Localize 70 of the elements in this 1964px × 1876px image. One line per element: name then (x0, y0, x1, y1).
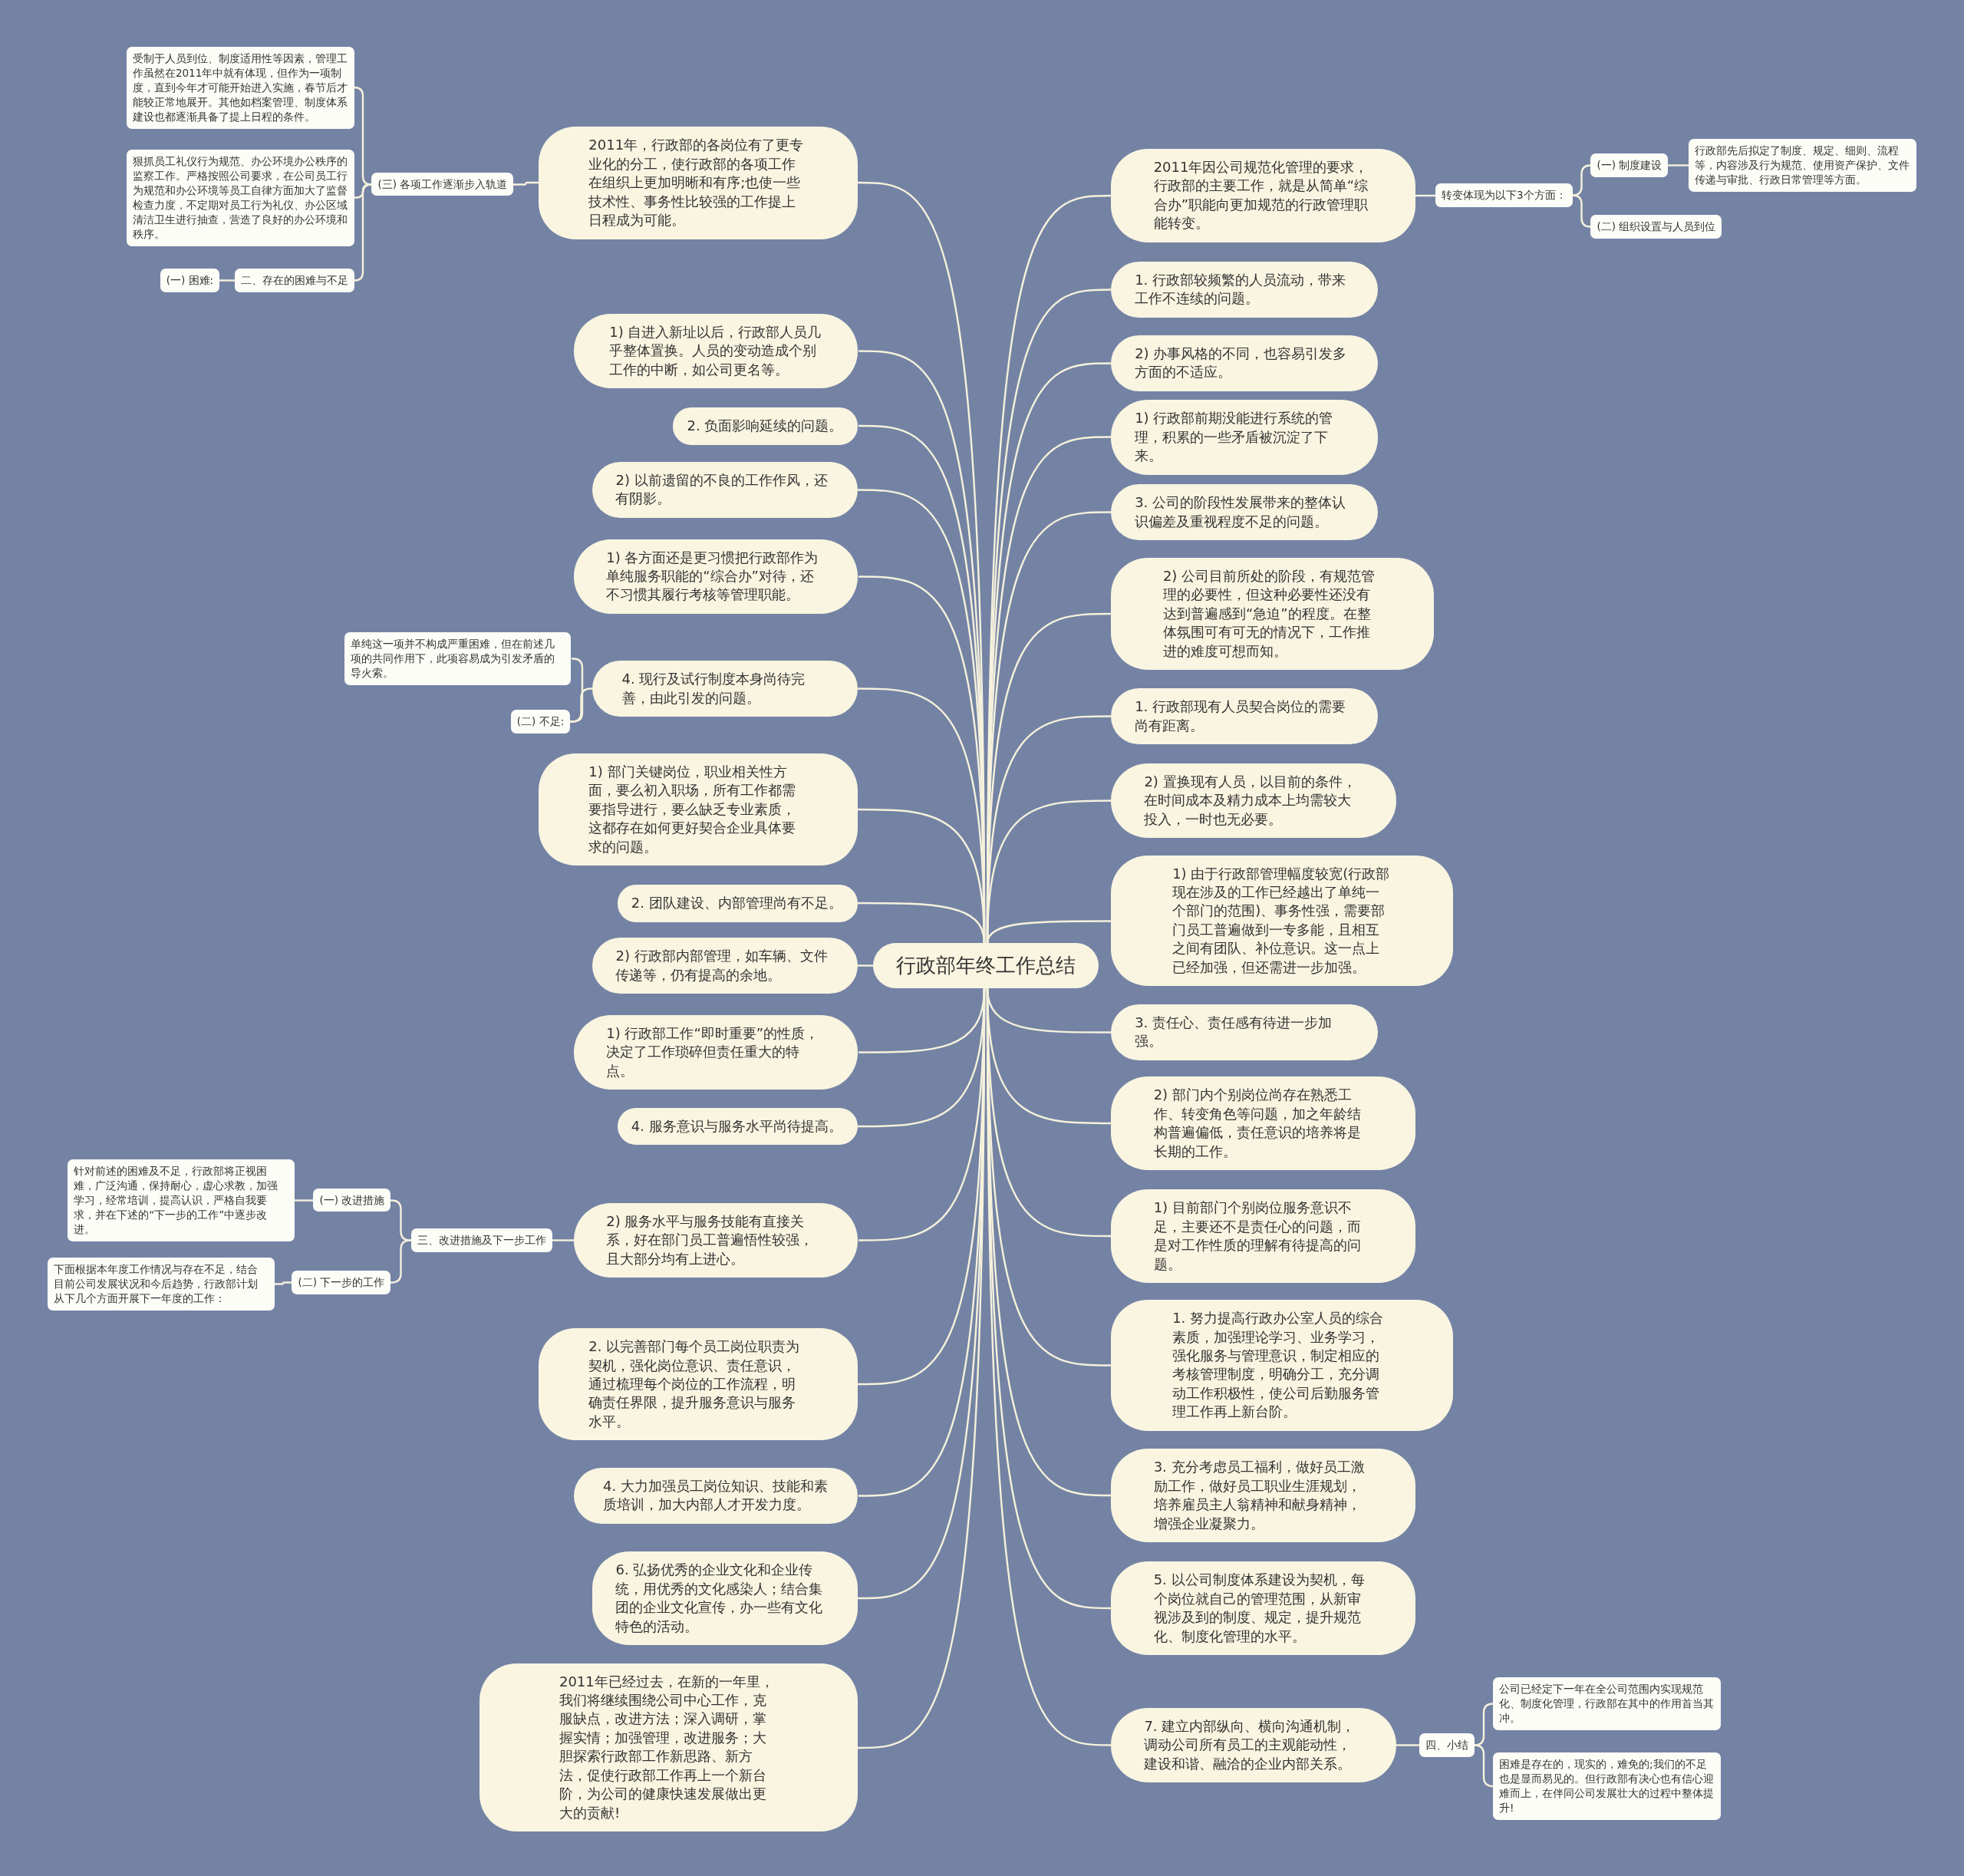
topic-bubble: 2) 公司目前所处的阶段，有规范管理的必要性，但这种必要性还没有达到普遍感到“急迫”的程度。在整体氛围可有可无的情况下，工作推进的难度可想而知。 (1111, 558, 1435, 671)
topic-bubble: 5. 以公司制度体系建设为契机，每个岗位就自己的管理范围，从新审视涉及到的制度、规定，提升规范化、制度化管理的水平。 (1111, 1561, 1415, 1656)
connector-line (513, 181, 539, 186)
connector-line (1473, 1744, 1494, 1788)
note-card: 公司已经定下一年在全公司范围内实现规范化、制度化管理，行政部在其中的作用首当其冲。 (1493, 1677, 1722, 1730)
connector-line (390, 1239, 412, 1284)
topic-bubble: 3. 责任心、责任感有待进一步加强。 (1111, 1004, 1378, 1060)
topic-bubble: 2011年因公司规范化管理的要求，行政部的主要工作，就是从简单“综合办”职能向更加规范的行政管理职能转变。 (1111, 148, 1415, 242)
central-topic-bubble: 行政部年终工作总结 (872, 943, 1099, 989)
connector-line (354, 183, 371, 199)
topic-bubble: 1. 行政部现有人员契合岗位的需要尚有距离。 (1111, 688, 1378, 745)
topic-bubble: 4. 大力加强员工岗位知识、技能和素质培训，加大内部人才开发力度。 (573, 1467, 858, 1524)
connector-line (1396, 1744, 1419, 1746)
topic-bubble: 1) 各方面还是更习惯把行政部作为单纯服务职能的“综合办”对待，还不习惯其履行考核等管理职能。 (573, 539, 858, 614)
subtopic-card: 二、存在的困难与不足 (235, 269, 355, 293)
topic-bubble: 3. 公司的阶段性发展带来的整体认识偏差及重视程度不足的问题。 (1111, 484, 1378, 541)
connector-line (1668, 164, 1689, 166)
subtopic-card: (一) 困难: (160, 269, 220, 293)
topic-bubble: 1) 行政部工作“即时重要”的性质，决定了工作琐碎但责任重大的特点。 (573, 1014, 858, 1090)
topic-bubble: 1) 由于行政部管理幅度较宽(行政部现在涉及的工作已经越出了单纯一个部门的范围)、事务性强，需要部门员工普遍做到一专多能，且相互之间有团队、补位意识。这一点上已经加强，但还需进一步加强。 (1111, 855, 1453, 987)
connector-line (858, 964, 873, 967)
topic-bubble: 1) 部门关键岗位，职业相关性方面，要么初入职场，所有工作都需要指导进行，要么缺乏专业素质，这都存在如何更好契合企业具体要求的问题。 (539, 753, 858, 866)
topic-bubble: 1) 自进入新址以后，行政部人员几乎整体置换。人员的变动造成个别工作的中断，如公司更名等。 (573, 313, 858, 389)
subtopic-card: (一) 改进措施 (313, 1188, 391, 1212)
note-card: 单纯这一项并不构成严重困难，但在前述几项的共同作用下，此项容易成为引发矛盾的导火索。 (344, 632, 572, 685)
subtopic-card: (二) 组织设置与人员到位 (1590, 215, 1722, 239)
connector-line (858, 902, 986, 944)
subtopic-card: (三) 各项工作逐渐步入轨道 (371, 172, 514, 196)
topic-bubble: 2011年已经过去，在新的一年里，我们将继续围绕公司中心工作，克服缺点，改进方法；深入调研，掌握实情；加强管理，改进服务；大胆探索行政部工作新思路、新方法，促使行政部工作再上一个新台阶，为公司的健康快速发展做出更大的贡献! (479, 1663, 858, 1832)
note-card: 困难是存在的，现实的，难免的;我们的不足也是显而易见的。但行政部有决心也有信心迎难而上，在伴同公司发展壮大的过程中整体提升! (1493, 1752, 1722, 1820)
topic-bubble: 4. 服务意识与服务水平尚待提高。 (617, 1107, 858, 1146)
topic-bubble: 6. 弘扬优秀的企业文化和企业传统，用优秀的文化感染人；结合集团的企业文化宣传，办一些有文化特色的活动。 (592, 1551, 858, 1646)
topic-bubble: 1. 努力提高行政办公室人员的综合素质，加强理论学习、业务学习，强化服务与管理意识，制定相应的考核管理制度，明确分工，充分调动工作积极性，使公司后勤服务管理工作再上新台阶。 (1111, 1300, 1453, 1431)
topic-bubble: 2011年，行政部的各岗位有了更专业化的分工，使行政部的各项工作在组织上更加明晰和有序;也使一些技术性、事务性比较强的工作提上日程成为可能。 (539, 127, 858, 239)
note-card: 受制于人员到位、制度适用性等因素，管理工作虽然在2011年中就有体现，但作为一项制度，直到今年才可能开始进入实施，春节后才能较正常地展开。其他如档案管理、制度体系建设也都逐渐具备了提上日程的条件。 (126, 47, 355, 129)
note-card: 行政部先后拟定了制度、规定、细则、流程等，内容涉及行为规范、使用资产保护、文件传递与审批、行政日常管理等方面。 (1688, 139, 1916, 192)
topic-bubble: 2) 部门内个别岗位尚存在熟悉工作、转变角色等问题，加之年龄结构普遍偏低，责任意识的培养将是长期的工作。 (1111, 1076, 1415, 1171)
subtopic-card: 四、小结 (1419, 1733, 1475, 1757)
note-card: 狠抓员工礼仪行为规范、办公环境办公秩序的监察工作。严格按照公司要求，在公司员工行为规范和办公环境等员工自律方面加大了监督检查力度，不定期对员工行为礼仪、办公区域清洁卫生进行抽查，营造了良好的办公环境和秩序。 (126, 150, 355, 246)
topic-bubble: 2) 置换现有人员，以目前的条件，在时间成本及精力成本上均需较大投入，一时也无必要。 (1111, 763, 1397, 839)
topic-bubble: 1) 行政部前期没能进行系统的管理，积累的一些矛盾被沉淀了下来。 (1111, 400, 1378, 475)
connector-line (1571, 194, 1592, 228)
subtopic-card: 转变体现为以下3个方面： (1435, 183, 1573, 208)
subtopic-card: (二) 下一步的工作 (292, 1271, 391, 1295)
topic-bubble: 2. 以完善部门每个员工岗位职责为契机，强化岗位意识、责任意识，通过梳理每个岗位的工作流程，明确责任界限，提升服务意识与服务水平。 (539, 1328, 858, 1441)
topic-bubble: 2) 服务水平与服务技能有直接关系，好在部门员工普遍悟性较强，且大部分均有上进心。 (573, 1202, 858, 1278)
connector-line (986, 920, 1111, 944)
connector-line (570, 658, 584, 723)
topic-bubble: 2) 以前遗留的不良的工作作风，还有阴影。 (592, 461, 858, 518)
topic-bubble: 1) 目前部门个别岗位服务意识不足，主要还不是责任心的问题，而是对工作性质的理解有待提高的问题。 (1111, 1189, 1415, 1284)
topic-bubble: 1. 行政部较频繁的人员流动，带来工作不连续的问题。 (1111, 261, 1378, 318)
connector-line (275, 1281, 292, 1285)
topic-bubble: 2) 行政部内部管理，如车辆、文件传递等，仍有提高的余地。 (592, 938, 858, 994)
note-card: 下面根据本年度工作情况与存在不足，结合目前公司发展状况和今后趋势，行政部计划从下几个方面开展下一年度的工作： (48, 1257, 275, 1311)
connector-line (219, 279, 235, 282)
connector-line (295, 1199, 313, 1202)
connector-line (1415, 194, 1435, 197)
note-card: 针对前述的困难及不足，行政部将正视困难，广泛沟通，保持耐心，虚心求教，加强学习，经常培训，提高认识，严格自我要求，并在下述的“下一步的工作”中逐步改进。 (68, 1159, 295, 1241)
subtopic-card: 三、改进措施及下一步工作 (411, 1228, 552, 1252)
subtopic-card: (一) 制度建设 (1590, 153, 1669, 177)
topic-bubble: 2. 负面影响延续的问题。 (672, 407, 858, 445)
topic-bubble: 3. 充分考虑员工福利，做好员工激励工作，做好员工职业生涯规划，培养雇员主人翁精神和献身精神，增强企业凝聚力。 (1111, 1449, 1415, 1543)
topic-bubble: 7. 建立内部纵向、横向沟通机制，调动公司所有员工的主观能动性，建设和谐、融洽的企业内部关系。 (1111, 1707, 1397, 1783)
topic-bubble: 4. 现行及试行制度本身尚待完善，由此引发的问题。 (592, 661, 858, 717)
connector-line (552, 1239, 574, 1241)
connector-line (857, 988, 986, 1749)
topic-bubble: 2. 团队建设、内部管理尚有不足。 (617, 885, 858, 922)
subtopic-card: (二) 不足: (510, 709, 571, 734)
connector-line (986, 988, 1112, 1746)
topic-bubble: 2) 办事风格的不同，也容易引发多方面的不适应。 (1111, 335, 1378, 391)
